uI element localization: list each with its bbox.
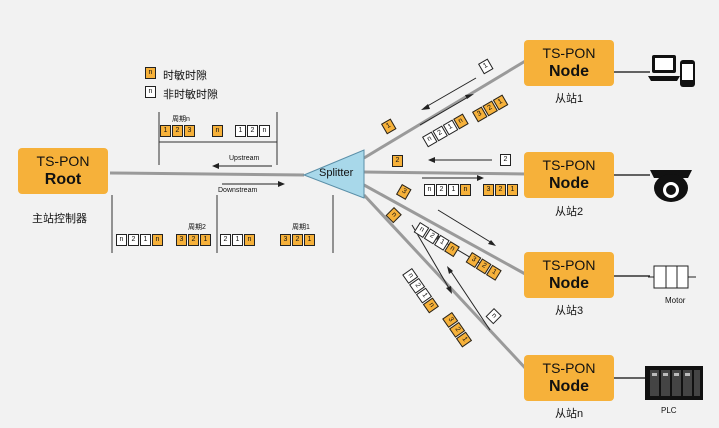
legend-sensitive-swatch: n [145, 67, 156, 79]
motor-icon [648, 265, 696, 289]
slot-cell: n [244, 234, 255, 246]
slot-cell: n [116, 234, 127, 246]
slot-cell: 1 [304, 234, 315, 246]
slot-cell: 1 [160, 125, 171, 137]
splitter-label: Splitter [319, 167, 354, 179]
legend-sensitive-label: 时敏时隙 [163, 70, 207, 82]
root-box: TS-PON Root [18, 148, 108, 194]
slot-cell: 3 [176, 234, 187, 246]
period-n-label: 周期n [172, 116, 190, 123]
slot-cell: 2 [128, 234, 139, 246]
period-2-label: 周期2 [188, 224, 206, 231]
root-caption: 主站控制器 [32, 213, 87, 225]
slot-cell: 1 [232, 234, 243, 246]
slot-cell: n [460, 184, 471, 196]
slot-cell: 1 [235, 125, 246, 137]
node-line2: Node [549, 275, 589, 292]
br2-mid-slot: 2 [392, 155, 403, 167]
legend-nonsensitive-swatch: n [145, 86, 156, 98]
legend-nonsensitive-label: 非时敏时隙 [163, 89, 218, 101]
root-line1: TS-PON [36, 153, 90, 169]
camera-icon [650, 170, 692, 202]
node-caption-n: 从站n [555, 408, 584, 420]
node-line2: Node [549, 175, 589, 192]
upstream-label: Upstream [229, 155, 260, 162]
period-1-label: 周期1 [292, 224, 310, 231]
slot-cell: 1 [448, 184, 459, 196]
slot-cell: 1 [140, 234, 151, 246]
root-line2: Root [44, 171, 82, 188]
up-slot-single: n [212, 125, 223, 137]
slot-cell: n [152, 234, 163, 246]
node-line1: TS-PON [542, 360, 596, 376]
node-caption-2: 从站2 [555, 206, 584, 218]
slot-cell: 2 [247, 125, 258, 137]
plc-label: PLC [661, 406, 677, 415]
splitter-shape [302, 149, 365, 199]
plc-icon [645, 366, 703, 400]
node-line1: TS-PON [542, 257, 596, 273]
slot-cell: 1 [200, 234, 211, 246]
node-line2: Node [549, 378, 589, 395]
slot-cell: 2 [436, 184, 447, 196]
slot-cell: 2 [172, 125, 183, 137]
node-box-n: TS-PON Node [524, 355, 614, 401]
downstream-label: Downstream [218, 187, 258, 194]
node-box-1: TS-PON Node [524, 40, 614, 86]
node-caption-3: 从站3 [555, 305, 584, 317]
node-line1: TS-PON [542, 157, 596, 173]
laptop-phone-icon [648, 55, 695, 87]
slot-cell: 2 [220, 234, 231, 246]
slot-cell: 1 [507, 184, 518, 196]
slot-cell: 2 [292, 234, 303, 246]
node-line2: Node [549, 63, 589, 80]
motor-label: Motor [665, 296, 686, 305]
node-box-2: TS-PON Node [524, 152, 614, 198]
slot-cell: 3 [280, 234, 291, 246]
node-box-3: TS-PON Node [524, 252, 614, 298]
slot-cell: 2 [495, 184, 506, 196]
slot-cell: 3 [184, 125, 195, 137]
slot-cell: n [424, 184, 435, 196]
node-caption-1: 从站1 [555, 93, 584, 105]
slot-cell: 2 [188, 234, 199, 246]
br2-up-slot: 2 [500, 154, 511, 166]
node-line1: TS-PON [542, 45, 596, 61]
slot-cell: 3 [483, 184, 494, 196]
slot-cell: n [259, 125, 270, 137]
